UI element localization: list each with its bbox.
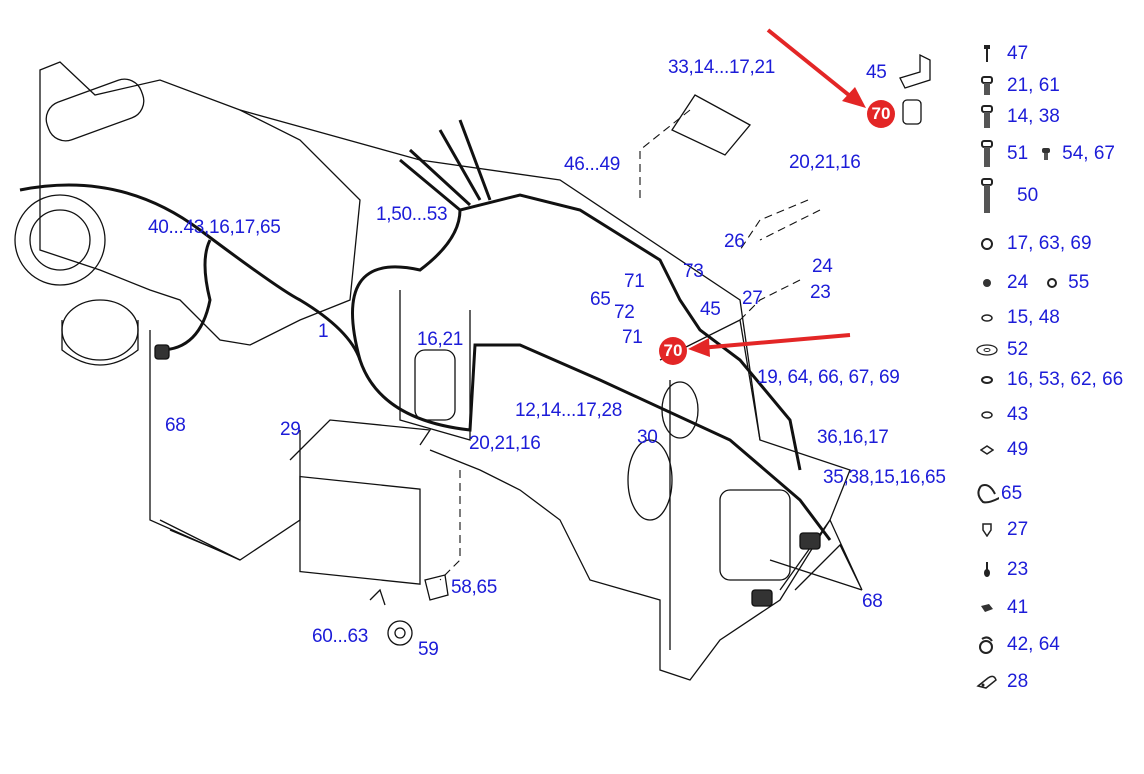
legend-item: 49 <box>975 438 1028 462</box>
legend-item: 17, 63, 69 <box>975 232 1092 256</box>
legend-item: 47 <box>975 42 1028 66</box>
callout-label: 1,50...53 <box>376 204 448 225</box>
callout-label: 35,38,15,16,65 <box>823 467 946 488</box>
large-washer-icon <box>975 338 999 362</box>
pin-icon <box>975 558 999 582</box>
bracket-icon <box>975 670 999 694</box>
bolt-xlong-icon <box>975 178 999 213</box>
highlight-badge-70: 70 <box>867 100 895 128</box>
callout-label: 68 <box>862 591 883 612</box>
wiring-harness <box>19 119 832 541</box>
callout-label: 45 <box>866 62 887 83</box>
callout-label: 24 <box>812 256 833 277</box>
callout-label: 12,14...17,28 <box>515 400 623 421</box>
legend-item: 16, 53, 62, 66 <box>975 368 1123 392</box>
arrowhead-icon <box>842 87 866 108</box>
callout-label: 60...63 <box>312 626 369 647</box>
bolt-long-icon <box>975 140 999 167</box>
legend-item: 21, 61 <box>975 74 1060 98</box>
callout-label: 68 <box>165 415 186 436</box>
legend-item: 52 <box>975 338 1028 362</box>
hex-nut-icon <box>975 232 999 256</box>
callout-label: 72 <box>614 302 635 323</box>
bolt-short-icon <box>1034 142 1058 166</box>
clip-icon <box>975 596 999 620</box>
lock-washer-icon <box>975 368 999 392</box>
legend-item: 28 <box>975 670 1028 694</box>
callout-label: 71 <box>624 271 645 292</box>
legend-item: 50 <box>975 178 1038 213</box>
callout-label: 20,21,16 <box>469 433 541 454</box>
callout-label: 16,21 <box>417 329 464 350</box>
lamp-connectors <box>154 344 863 607</box>
highlight-badge-70: 70 <box>659 337 687 365</box>
callout-label: 59 <box>418 639 439 660</box>
cable-clamp-icon <box>975 633 999 657</box>
plug-icon <box>975 518 999 542</box>
legend-item: 41 <box>975 596 1028 620</box>
arrow-to-lower-70 <box>699 333 851 350</box>
legend-item: 23 <box>975 558 1028 582</box>
small-nut-icon <box>975 271 999 295</box>
transmission-drawing <box>239 109 851 681</box>
callout-label: 1 <box>318 321 329 342</box>
cover-plate-drawing <box>671 94 752 156</box>
callout-label: 45 <box>700 299 721 320</box>
hex-nut-icon <box>1040 271 1064 295</box>
leader-lines <box>439 109 821 581</box>
square-nut-icon <box>975 438 999 462</box>
callout-label: 26 <box>724 231 745 252</box>
cable-tie-icon <box>975 482 999 506</box>
callout-label: 65 <box>590 289 611 310</box>
engine-block-drawing <box>14 61 361 561</box>
legend-item: 15, 48 <box>975 306 1060 330</box>
legend-item: 43 <box>975 403 1028 427</box>
callout-label: 29 <box>280 419 301 440</box>
callout-label: 46...49 <box>564 154 621 175</box>
bolt-medium-icon <box>975 105 999 129</box>
washer-icon <box>975 403 999 427</box>
screw-small-icon <box>975 42 999 66</box>
bracket-45-drawing <box>899 53 931 125</box>
legend-item: 14, 38 <box>975 105 1060 129</box>
callout-label: 20,21,16 <box>789 152 861 173</box>
callout-label: 58,65 <box>451 577 498 598</box>
legend-item: 65 <box>975 482 1022 506</box>
callout-label: 71 <box>622 327 643 348</box>
callout-label: 36,16,17 <box>817 427 889 448</box>
arrow-to-upper-70 <box>766 28 857 102</box>
legend-item: 42, 64 <box>975 633 1060 657</box>
washer-icon <box>975 306 999 330</box>
callout-label: 30 <box>637 427 658 448</box>
callout-label: 27 <box>742 288 763 309</box>
horn-drawing <box>369 574 449 646</box>
callout-label: 19, 64, 66, 67, 69 <box>757 367 900 388</box>
callout-label: 33,14...17,21 <box>668 57 776 78</box>
callout-label: 73 <box>683 261 704 282</box>
callout-label: 23 <box>810 282 831 303</box>
bolt-short-icon <box>975 74 999 98</box>
callout-label: 40...43,16,17,65 <box>148 217 281 238</box>
arrowhead-icon <box>688 338 710 357</box>
legend-item: 27 <box>975 518 1028 542</box>
highlight-arrows <box>699 28 857 350</box>
